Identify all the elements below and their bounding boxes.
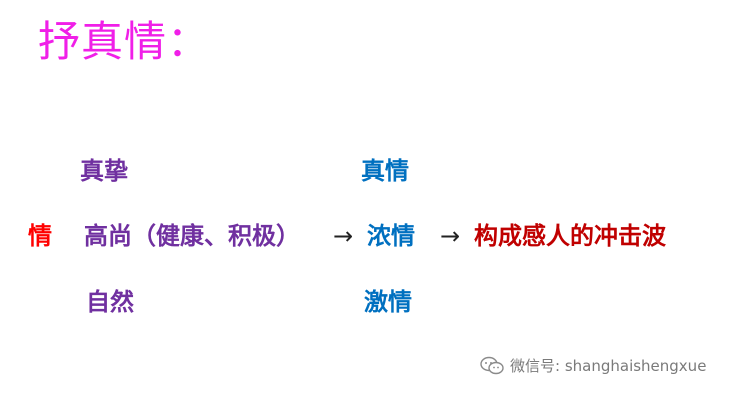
row1-right-text: 真情	[361, 157, 409, 185]
watermark-text: 微信号: shanghaishengxue	[510, 357, 707, 375]
row3-right-text: 激情	[364, 288, 412, 316]
row2-left-text: 高尚（健康、积极）	[84, 222, 300, 250]
wechat-icon	[480, 356, 504, 374]
arrow-1: →	[333, 222, 354, 250]
page-title: 抒真情：	[38, 17, 211, 66]
watermark: 微信号: shanghaishengxue	[480, 355, 706, 376]
qing-label: 情	[28, 222, 52, 250]
row2-right-text: 构成感人的冲击波	[474, 222, 666, 250]
row1-left-text: 真挚	[80, 157, 128, 185]
row2-middle-text: 浓情	[367, 222, 415, 250]
arrow-2: →	[440, 222, 461, 250]
row3-left-text: 自然	[86, 288, 134, 316]
